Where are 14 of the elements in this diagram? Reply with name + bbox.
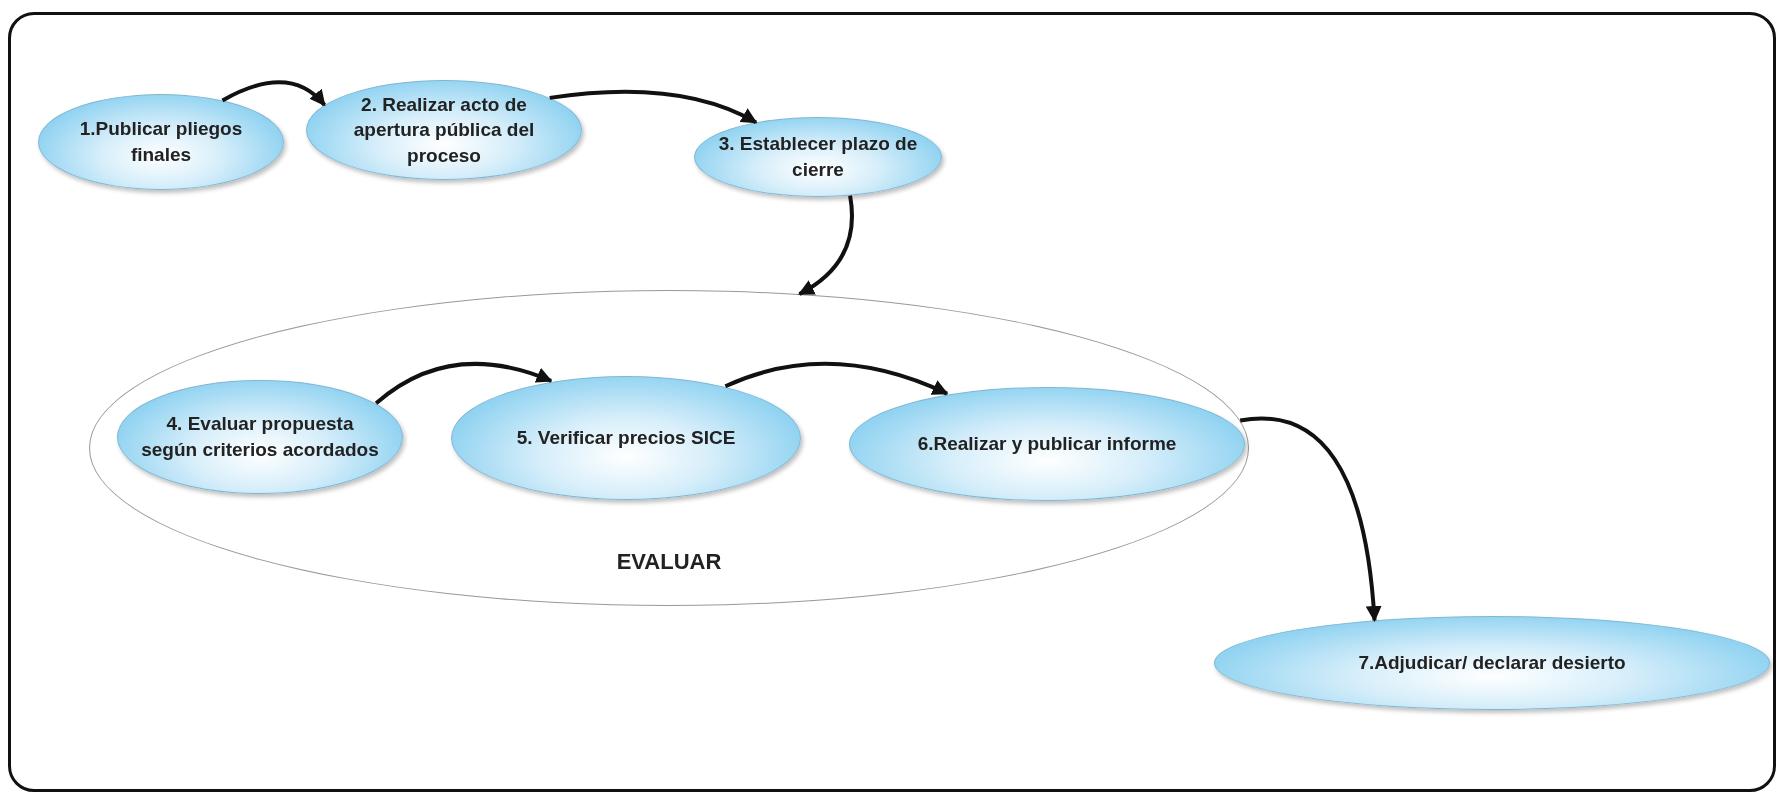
step-label: 4. Evaluar propuesta según criterios acordados [140, 412, 380, 462]
curved-arrow [1240, 416, 1382, 622]
curved-arrow [549, 89, 758, 125]
step-label: 1.Publicar pliegos finales [78, 117, 244, 167]
curved-arrow [724, 361, 949, 396]
curved-arrow [798, 195, 854, 296]
curved-arrow [374, 361, 553, 405]
step-label: 5. Verificar precios SICE [515, 426, 737, 451]
curved-arrow [221, 80, 326, 107]
step-label: 3. Establecer plazo de cierre [717, 132, 919, 182]
group-label: EVALUAR [615, 548, 723, 577]
step-label: 6.Realizar y publicar informe [916, 432, 1178, 457]
step-label: 7.Adjudicar/ declarar desierto [1357, 651, 1627, 676]
step-label: 2. Realizar acto de apertura pública del proceso [352, 92, 536, 168]
